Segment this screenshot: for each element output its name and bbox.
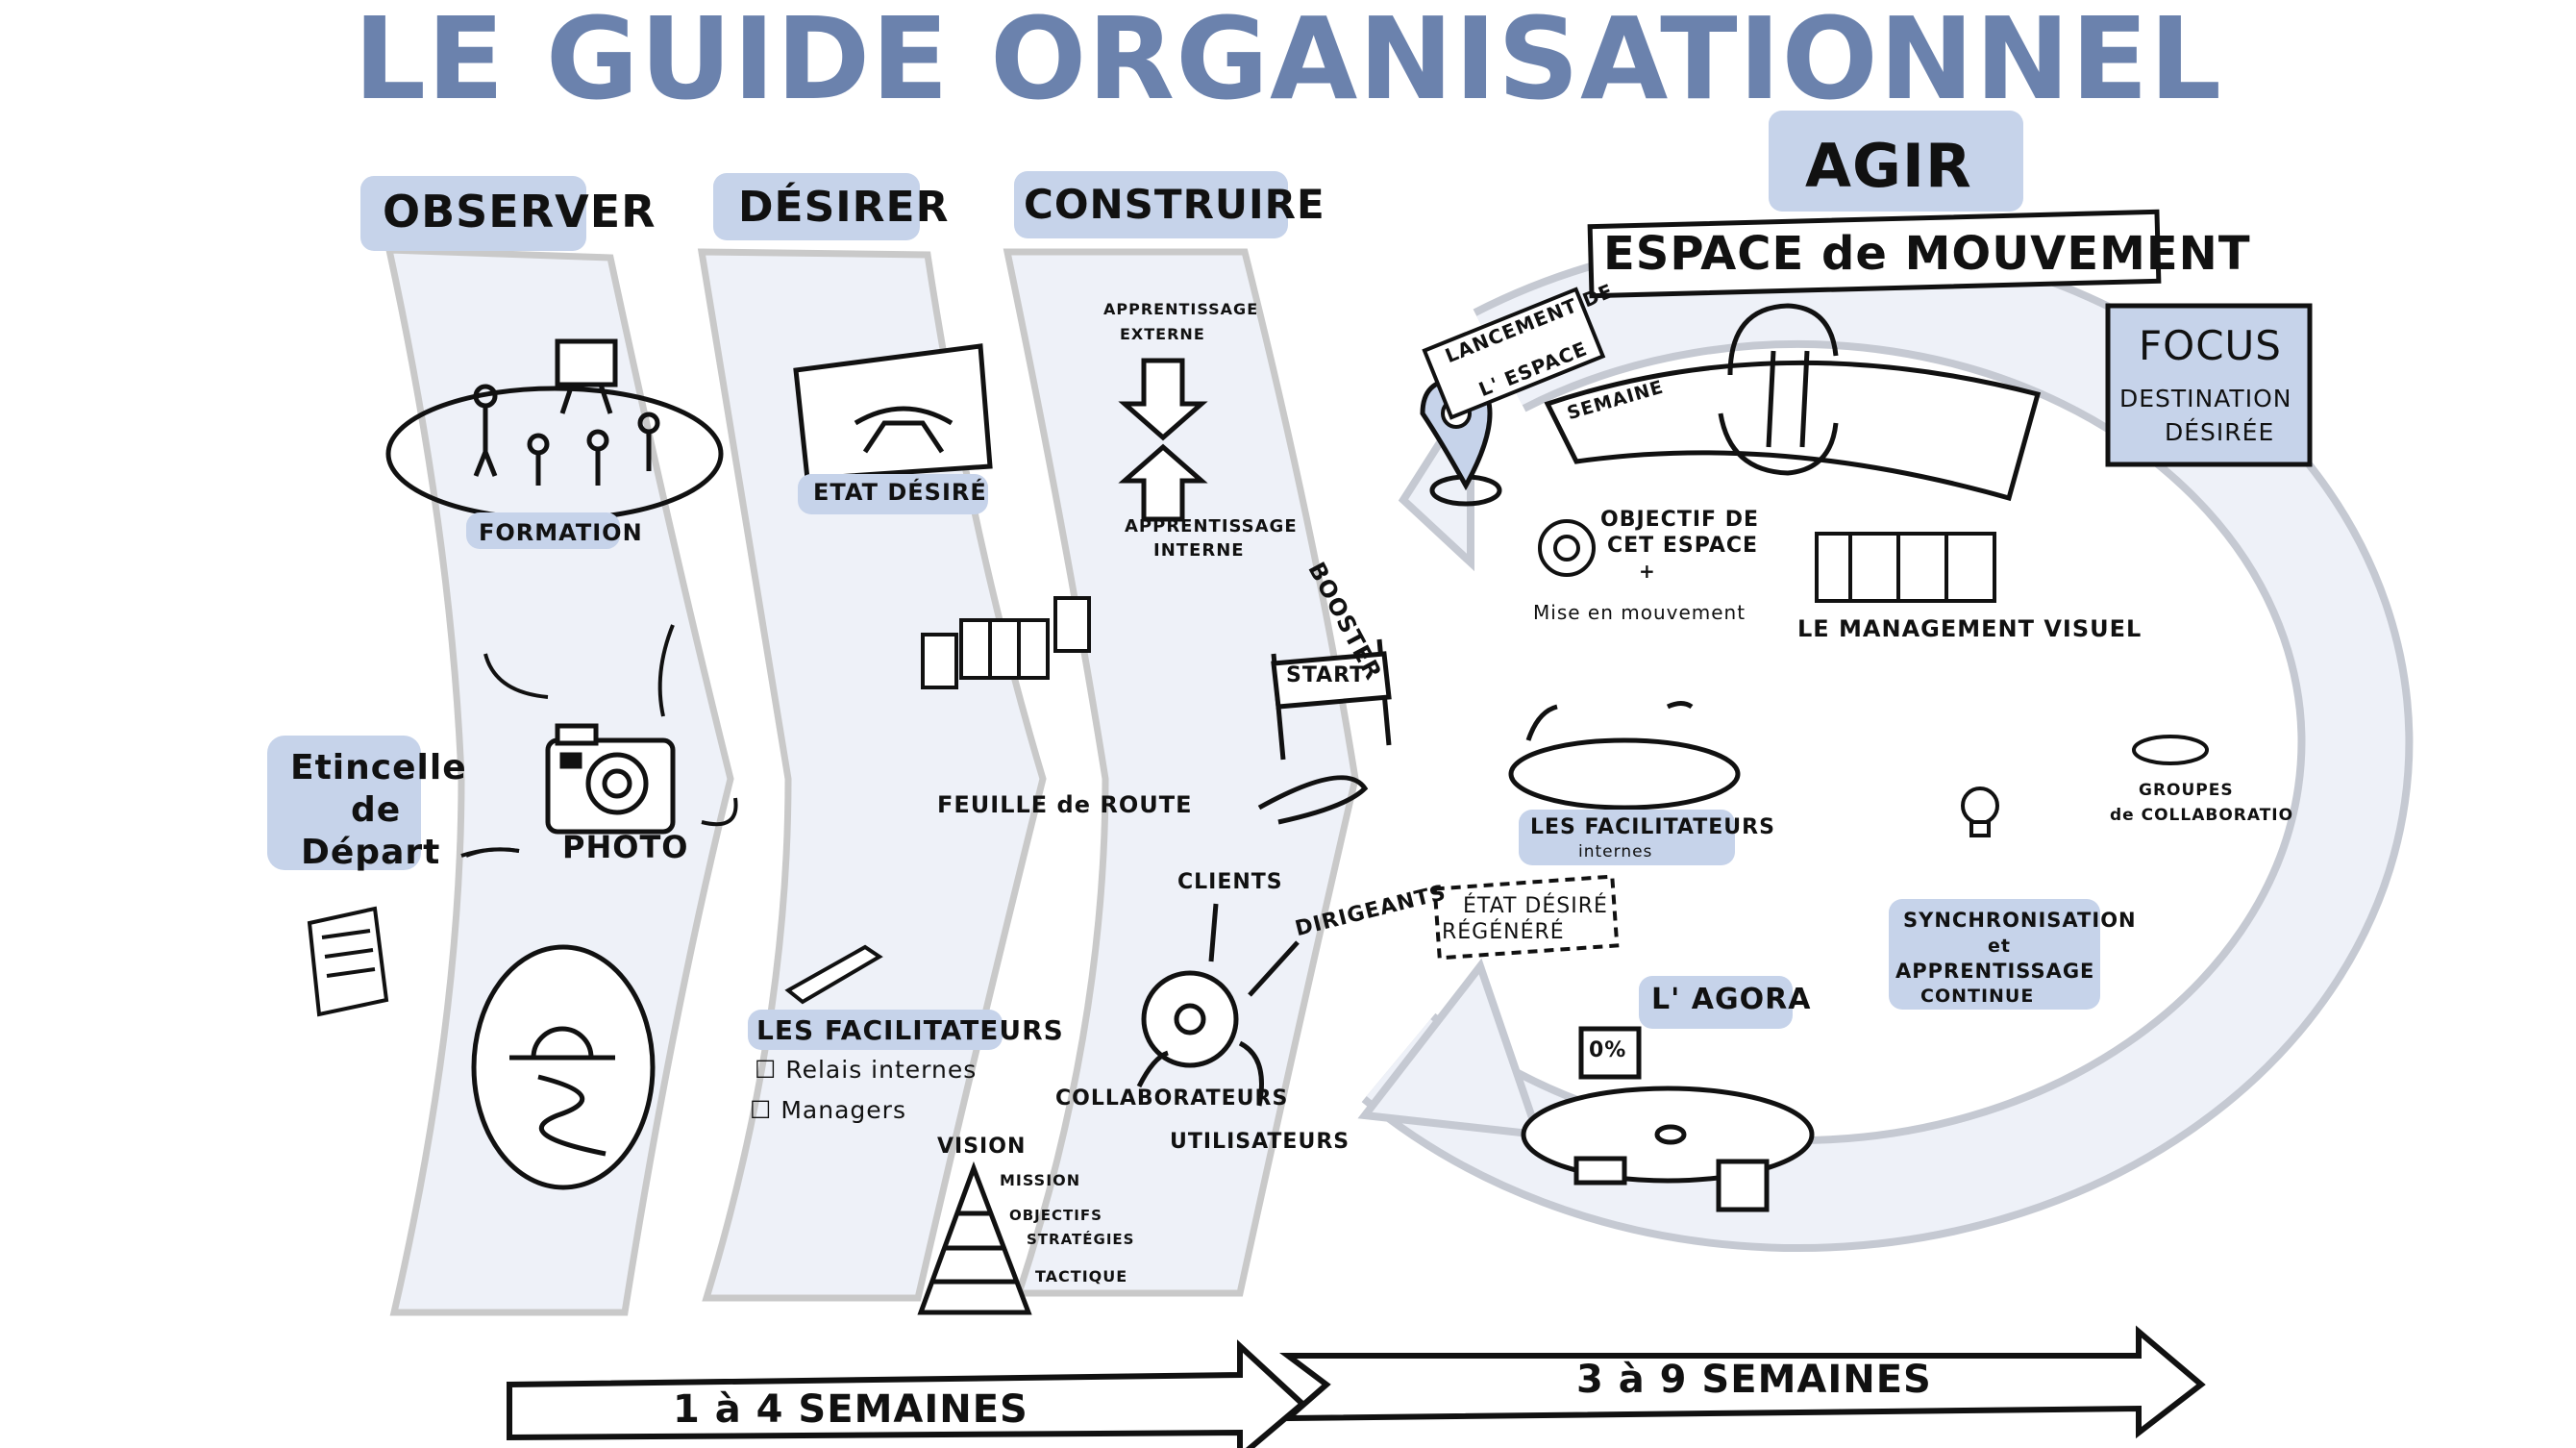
- sunset-icon: [471, 944, 656, 1190]
- etat-regenere-box: [1432, 874, 1620, 961]
- internes-label: internes: [1578, 842, 1653, 861]
- document-icon: [307, 906, 389, 1017]
- groupes-line2: de COLLABORATIO: [2110, 806, 2294, 825]
- app-interne-2: INTERNE: [1153, 540, 1245, 561]
- app-interne-1: APPRENTISSAGE: [1125, 516, 1298, 537]
- destination-line2: DÉSIRÉE: [2165, 418, 2275, 446]
- agora-screen-text: 0%: [1589, 1038, 1627, 1062]
- etat-desire-label: ETAT DÉSIRÉ: [813, 479, 987, 506]
- phase-agir: AGIR: [1805, 131, 1972, 201]
- torch-icon: [784, 944, 883, 1005]
- photo-label: PHOTO: [562, 829, 689, 865]
- focus-box: [2105, 303, 2313, 467]
- timeline-arrow-right: [1279, 1325, 2206, 1439]
- lancement-box: [1422, 287, 1606, 420]
- relais-text: Relais internes: [785, 1056, 978, 1084]
- clients-label: CLIENTS: [1177, 870, 1283, 894]
- phase-construire: CONSTRUIRE: [1024, 181, 1325, 228]
- page-title: LE GUIDE ORGANISATIONNEL: [353, 0, 2223, 125]
- groupes-line1: GROUPES: [2139, 781, 2234, 800]
- agora-label: L' AGORA: [1651, 983, 1812, 1016]
- focus-label: FOCUS: [2139, 322, 2282, 369]
- start-label: START: [1286, 663, 1366, 687]
- etat-regenere-line2: RÉGÉNÉRÉ: [1442, 920, 1565, 944]
- relais-label: ☐ Relais internes: [755, 1056, 978, 1084]
- sync-line4: CONTINUE: [1920, 986, 2035, 1007]
- sync-line3: APPRENTISSAGE: [1895, 960, 2095, 983]
- objectif-plus: +: [1639, 560, 1656, 583]
- objectif-line2: CET ESPACE: [1607, 534, 1759, 558]
- spark-line1: Etincelle: [290, 748, 467, 787]
- objectif-line1: OBJECTIF DE: [1600, 508, 1759, 532]
- feuille-route-label: FEUILLE de ROUTE: [937, 791, 1193, 818]
- visual-board-icon: [1815, 532, 1996, 603]
- espace-mouvement-box: [1587, 209, 2162, 299]
- formation-label: FORMATION: [479, 519, 643, 546]
- app-externe-1: APPRENTISSAGE: [1103, 300, 1259, 318]
- rotation-arrows: [1718, 303, 1839, 476]
- phase-desirer: DÉSIRER: [738, 183, 950, 232]
- stakeholder-target: [1136, 903, 1300, 1107]
- timeline-left-label: 1 à 4 SEMAINES: [673, 1387, 1028, 1432]
- strategies-label: STRATÉGIES: [1027, 1231, 1135, 1248]
- group-table-icon: [2132, 735, 2209, 765]
- mission-label: MISSION: [1000, 1171, 1081, 1189]
- phase-observer: OBSERVER: [383, 186, 656, 237]
- formation-scene: [385, 338, 724, 522]
- target-icon: [1538, 519, 1596, 577]
- roadmap-boards: [921, 596, 1091, 689]
- timeline-right-label: 3 à 9 SEMAINES: [1576, 1358, 1932, 1402]
- management-label: LE MANAGEMENT VISUEL: [1797, 615, 2143, 642]
- lightbulb-icon: [1961, 786, 1999, 837]
- facilitateurs-internes-label: LES FACILITATEURS: [1530, 815, 1775, 839]
- espace-mouvement-label: ESPACE de MOUVEMENT: [1603, 227, 2251, 281]
- objectifs-label: OBJECTIFS: [1009, 1207, 1102, 1224]
- camera-icon: [545, 723, 676, 835]
- tactique-label: TACTIQUE: [1035, 1267, 1128, 1286]
- utilisateurs-label: UTILISATEURS: [1170, 1130, 1350, 1154]
- facilitators-circle: [1508, 701, 1741, 811]
- etat-desire-picture: [793, 343, 993, 482]
- cycle-arrowhead: [1357, 958, 1544, 1139]
- spark-line2: de: [351, 790, 402, 830]
- managers-label: ☐ Managers: [750, 1096, 906, 1124]
- etat-regenere-line1: ÉTAT DÉSIRÉ: [1463, 894, 1608, 918]
- collaborateurs-label: COLLABORATEURS: [1055, 1086, 1289, 1111]
- spark-line3: Départ: [301, 833, 441, 872]
- agora-scene: [1521, 1026, 1815, 1212]
- learning-arrows: [1118, 358, 1208, 522]
- semaine-band: [1544, 360, 2042, 502]
- sync-line2: et: [1988, 936, 2011, 957]
- start-flag: [1257, 638, 1392, 825]
- managers-text: Managers: [780, 1096, 906, 1124]
- destination-line1: DESTINATION: [2119, 385, 2292, 412]
- vision-pyramid: [917, 1161, 1032, 1315]
- facilitateurs-label: LES FACILITATEURS: [756, 1014, 1064, 1046]
- timeline-arrow-left: [507, 1339, 1307, 1448]
- mise-label: Mise en mouvement: [1533, 601, 1746, 624]
- vision-label: VISION: [937, 1135, 1027, 1159]
- sync-line1: SYNCHRONISATION: [1903, 909, 2137, 932]
- app-externe-2: EXTERNE: [1120, 325, 1205, 343]
